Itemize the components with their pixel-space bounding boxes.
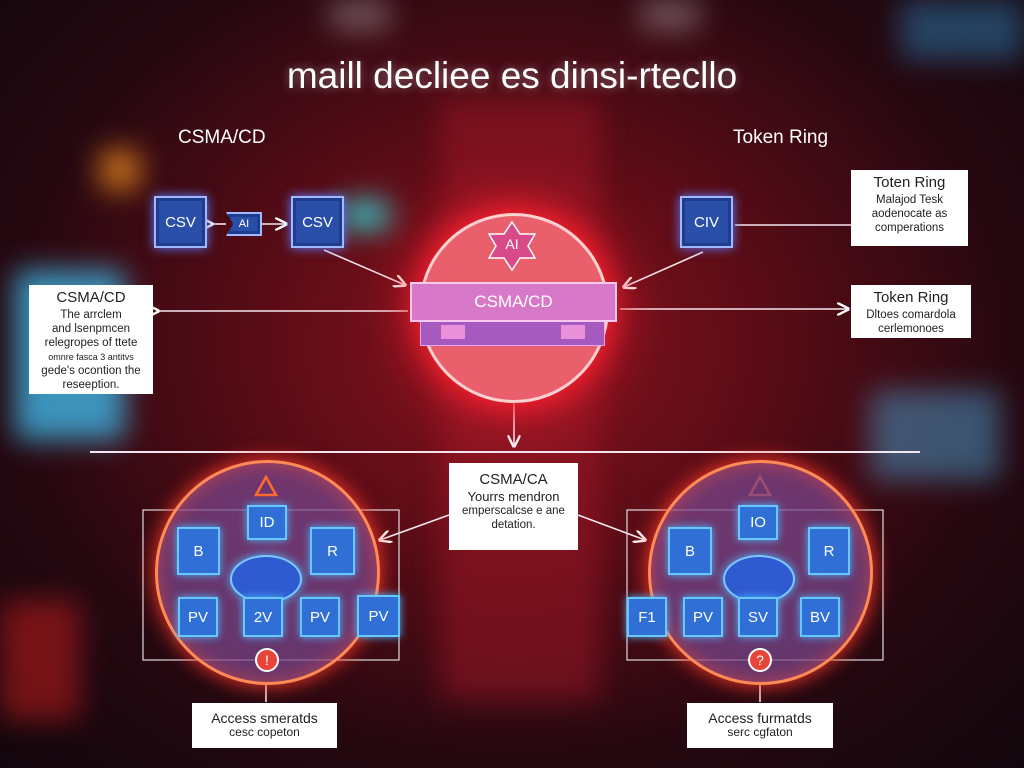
token-ring-info-box: Token Ring Dltoes comardola cerlemonoes xyxy=(851,285,971,338)
box-line: reseeption. xyxy=(62,379,120,391)
csma-cd-band: CSMA/CD xyxy=(410,282,617,322)
csma-cd-label: CSMA/CD xyxy=(178,127,266,148)
box-line: Dltoes comardola xyxy=(866,309,956,321)
alert-icon: ! xyxy=(255,648,279,672)
page-title: maill decliee es dinsi-rtecllo xyxy=(286,55,738,96)
box-heading: Access smeratds xyxy=(211,710,318,726)
network-node: PV xyxy=(178,597,218,637)
box-line: Yourrs mendron xyxy=(467,489,560,504)
network-node: PV xyxy=(683,597,723,637)
network-node: B xyxy=(668,527,712,575)
box-heading: CSMA/CA xyxy=(479,471,548,488)
left-access-box: Access smeratds cesc copeton xyxy=(192,703,337,748)
network-node: PV xyxy=(357,595,400,637)
network-node: SV xyxy=(738,597,778,637)
csma-cd-info-box: CSMA/CD The arrclem and lsenpmcen relegr… xyxy=(29,285,153,394)
box-line: cerlemonoes xyxy=(878,323,944,335)
box-heading: Access furmatds xyxy=(708,710,812,726)
csv-node-left: CSV xyxy=(154,196,207,248)
box-line: serc cgfaton xyxy=(727,725,793,739)
box-line: detation. xyxy=(491,519,536,531)
box-line: aodenocate as xyxy=(871,208,948,220)
civ-node: CIV xyxy=(680,196,733,248)
question-icon: ? xyxy=(748,648,772,672)
box-heading: Toten Ring xyxy=(873,174,946,191)
box-heading: Token Ring xyxy=(873,289,949,306)
token-ring-label: Token Ring xyxy=(733,127,829,148)
box-line: cesc copeton xyxy=(229,725,300,739)
csv-node-right: CSV xyxy=(291,196,344,248)
box-line: The arrclem xyxy=(60,309,122,321)
network-node: ID xyxy=(247,505,287,540)
network-node: B xyxy=(177,527,220,575)
network-node: 2V xyxy=(243,597,283,637)
box-line: comperations xyxy=(874,222,945,234)
box-line: Malajod Tesk xyxy=(876,194,943,206)
network-node: R xyxy=(310,527,355,575)
hub-icon xyxy=(723,555,795,603)
network-node: BV xyxy=(800,597,840,637)
box-line: and lsenpmcen xyxy=(52,323,130,335)
box-line: gede's ocontion the xyxy=(41,365,141,377)
network-node: PV xyxy=(300,597,340,637)
hub-icon xyxy=(230,555,302,603)
network-node: F1 xyxy=(627,597,667,637)
network-node: IO xyxy=(738,505,778,540)
csma-ca-info-box: CSMA/CA Yourrs mendron emperscalcse e an… xyxy=(449,463,578,550)
box-line: emperscalcse e ane xyxy=(462,505,565,517)
token-ring-info-box-top: Toten Ring Malajod Tesk aodenocate as co… xyxy=(851,170,968,246)
ai-star-label: AI xyxy=(505,236,519,252)
network-node: R xyxy=(808,527,850,575)
box-line: relegropes of ttete xyxy=(44,337,138,349)
box-line: omnre fasca 3 antitvs xyxy=(48,352,134,362)
right-access-box: Access furmatds serc cgfaton xyxy=(687,703,833,748)
box-heading: CSMA/CD xyxy=(56,289,126,306)
